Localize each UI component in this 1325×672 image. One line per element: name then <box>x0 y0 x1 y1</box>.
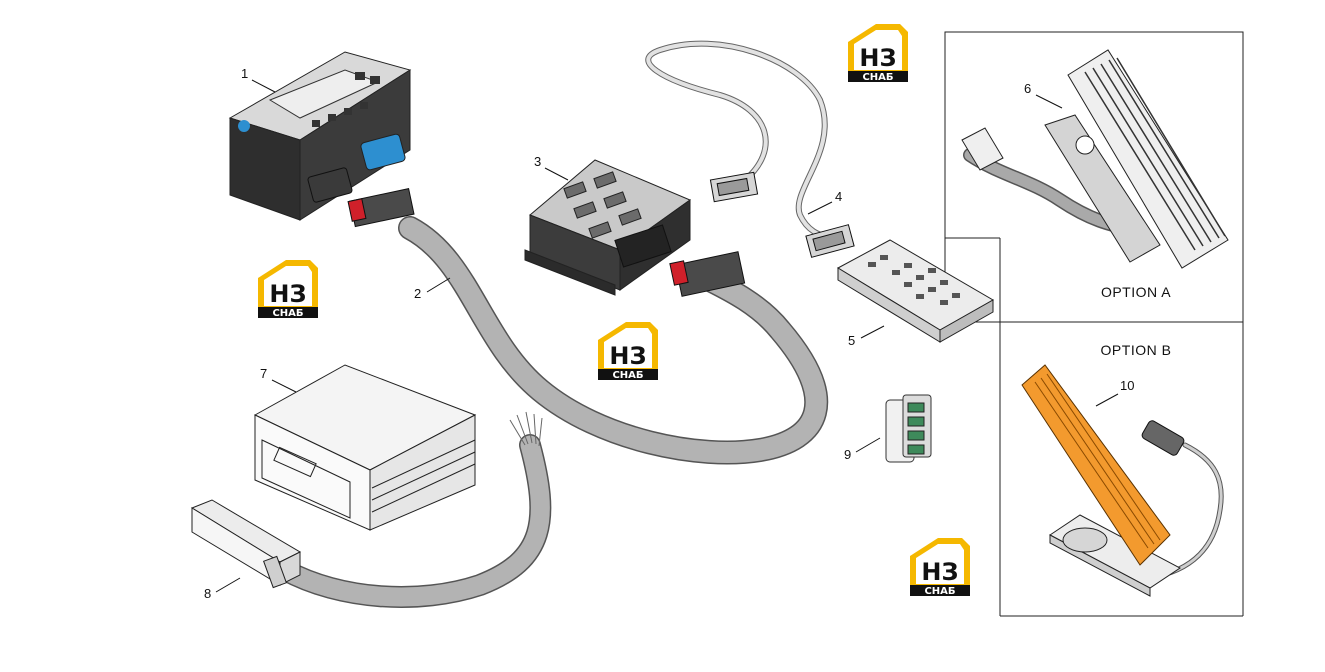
red-connector-left <box>347 188 415 228</box>
callout-6: 6 <box>1024 81 1063 109</box>
option-a-label: OPTION A <box>1101 284 1171 300</box>
handheld-programmer <box>836 239 995 343</box>
junction-box <box>524 159 692 296</box>
callout-number: 6 <box>1024 81 1031 96</box>
orange-accelerator-pedal <box>1021 364 1224 597</box>
callout-number: 1 <box>241 66 248 81</box>
console-display-unit <box>228 51 412 221</box>
callout-number: 7 <box>260 366 267 381</box>
callout-1: 1 <box>241 66 276 93</box>
callout-3: 3 <box>534 154 569 181</box>
logo-caption: СНАБ <box>272 308 303 319</box>
red-connector-right <box>669 251 746 297</box>
logo-mark: НЗ <box>609 342 646 370</box>
callout-number: 3 <box>534 154 541 169</box>
logo-caption: СНАБ <box>612 370 643 381</box>
brand-logo-1: НЗ СНАБ <box>848 24 908 83</box>
callout-5: 5 <box>848 325 885 348</box>
callout-2: 2 <box>414 277 451 301</box>
callout-number: 10 <box>1120 378 1134 393</box>
logo-caption: СНАБ <box>862 72 893 83</box>
logo-mark: НЗ <box>859 44 896 72</box>
callout-9: 9 <box>844 437 881 462</box>
brand-logo-4: НЗ СНАБ <box>910 538 970 597</box>
logo-mark: НЗ <box>269 280 306 308</box>
callout-number: 9 <box>844 447 851 462</box>
brand-logo-2: НЗ СНАБ <box>258 260 318 319</box>
callout-number: 8 <box>204 586 211 601</box>
callout-number: 4 <box>835 189 842 204</box>
callout-4: 4 <box>807 189 842 215</box>
wiring-harness-connector <box>190 499 302 589</box>
callout-number: 2 <box>414 286 421 301</box>
callout-8: 8 <box>204 577 241 601</box>
serial-plug-upper <box>709 171 759 203</box>
terminal-adapter <box>885 394 932 463</box>
serial-plug-lower <box>805 224 855 258</box>
main-harness-cable <box>398 216 829 465</box>
logo-mark: НЗ <box>921 558 958 586</box>
controller-box <box>253 364 477 531</box>
callout-number: 5 <box>848 333 855 348</box>
accelerator-pedal <box>961 49 1229 269</box>
brand-logo-3: НЗ СНАБ <box>598 322 658 381</box>
callout-10: 10 <box>1095 378 1134 407</box>
callout-7: 7 <box>260 366 297 393</box>
serial-cable <box>645 40 833 241</box>
controller-harness-cable <box>274 411 552 608</box>
option-b-label: OPTION B <box>1101 342 1172 358</box>
logo-caption: СНАБ <box>924 586 955 597</box>
